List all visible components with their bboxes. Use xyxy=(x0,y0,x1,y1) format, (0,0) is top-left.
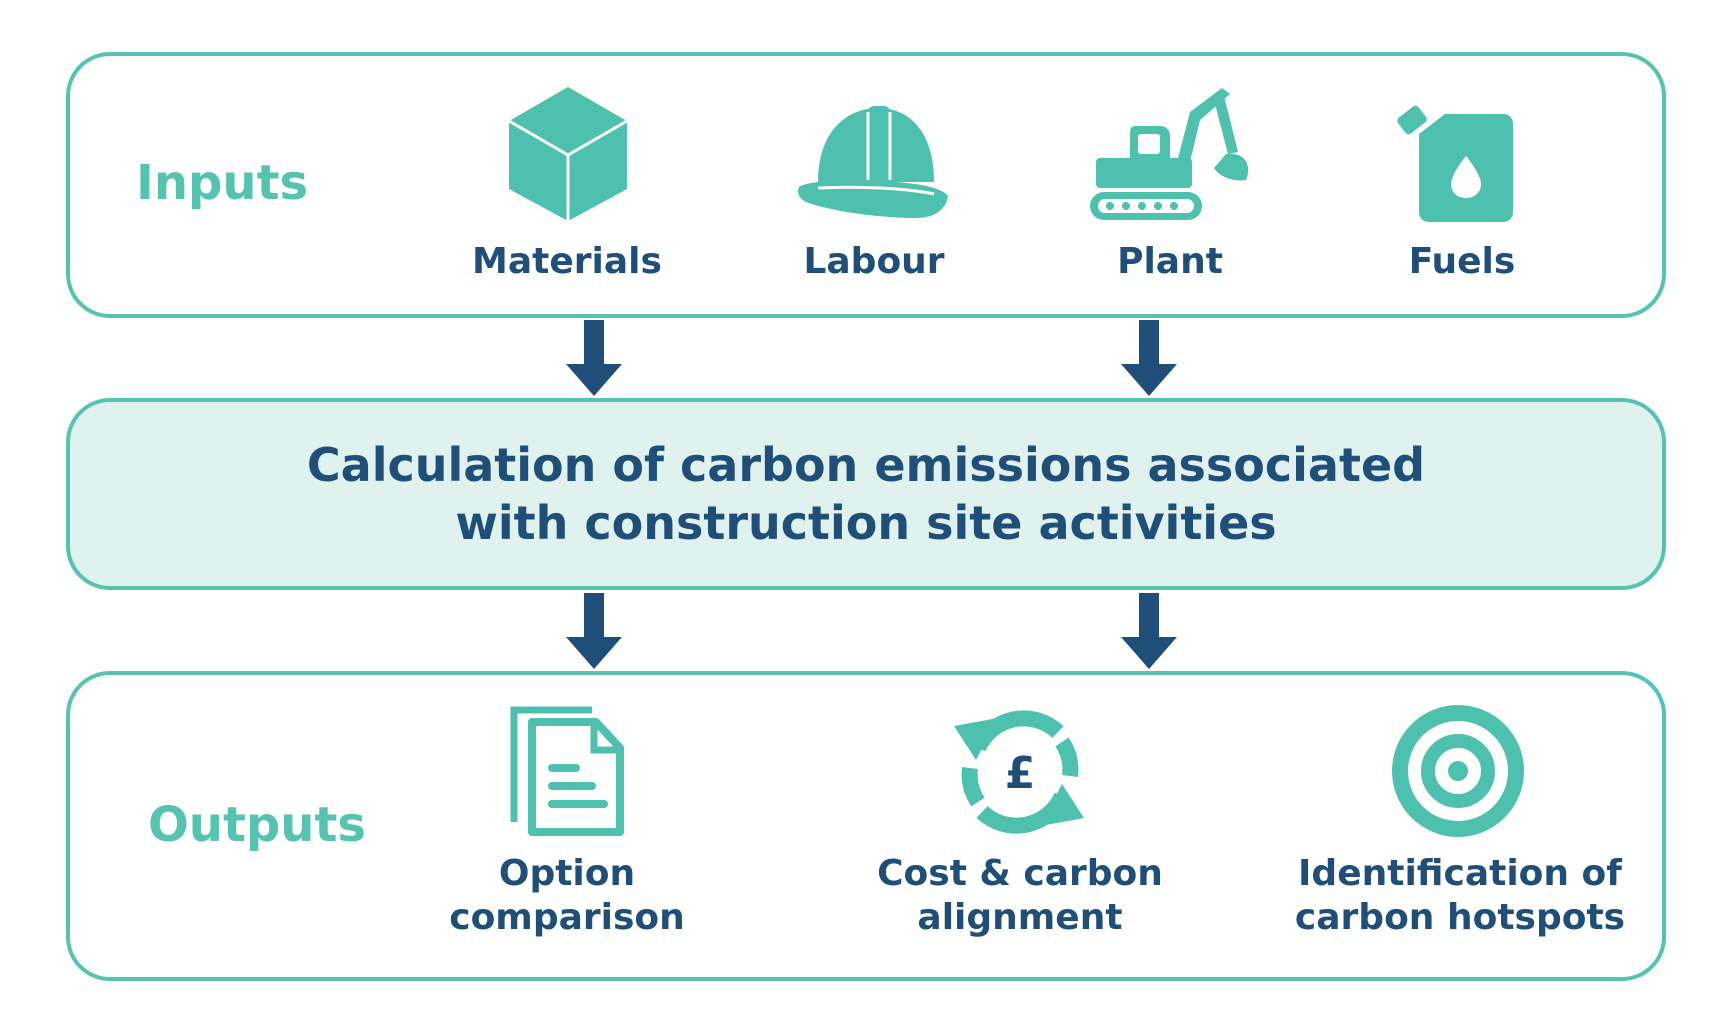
excavator-icon xyxy=(1086,82,1254,226)
inputs-title: Inputs xyxy=(136,155,309,211)
input-label-fuels: Fuels xyxy=(1408,241,1516,282)
input-label-labour: Labour xyxy=(803,241,945,282)
hard-hat-icon xyxy=(796,104,952,224)
arrow-down-4 xyxy=(1121,593,1177,675)
arrow-down-3 xyxy=(566,593,622,675)
input-label-plant: Plant xyxy=(1117,241,1223,282)
cube-icon xyxy=(505,85,631,223)
output-label-cost-carbon-alignment: Cost & carbon alignment xyxy=(877,853,1163,938)
outputs-panel xyxy=(66,671,1666,981)
arrow-down-2 xyxy=(1121,320,1177,402)
target-icon xyxy=(1391,704,1525,838)
outputs-title: Outputs xyxy=(148,797,366,853)
fuel-can-icon xyxy=(1395,104,1517,224)
calculation-text: Calculation of carbon emissions associat… xyxy=(306,438,1426,550)
svg-text:£: £ xyxy=(1005,748,1036,799)
output-label-option-comparison: Option comparison xyxy=(449,853,685,938)
output-label-carbon-hotspots: Identification of carbon hotspots xyxy=(1294,853,1626,938)
calculation-panel xyxy=(66,398,1666,590)
input-label-materials: Materials xyxy=(472,241,662,282)
documents-icon xyxy=(510,706,628,838)
pound-cycle-icon: £ xyxy=(954,706,1086,838)
arrow-down-1 xyxy=(566,320,622,402)
